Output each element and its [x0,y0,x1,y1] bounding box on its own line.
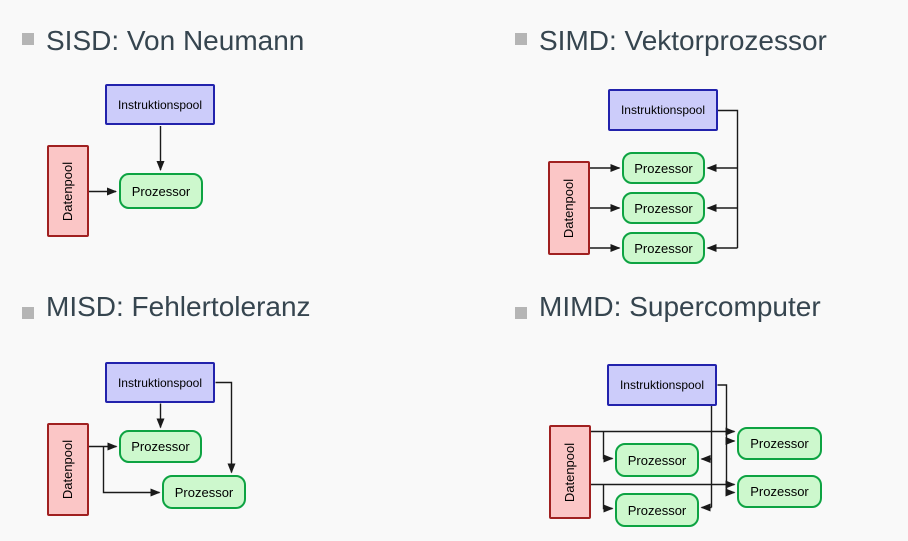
processor-label: Prozessor [750,484,809,499]
processor-box: Prozessor [622,192,705,224]
processor-box: Prozessor [622,152,705,184]
data-pool-label: Datenpool [561,178,577,238]
processor-label: Prozessor [634,240,693,256]
processor-box: Prozessor [615,493,699,527]
instruction-pool-box: Instruktionspool [607,364,717,406]
processor-label: Prozessor [627,452,687,468]
processor-label: Prozessor [750,436,809,451]
section-title-misd: MISD: Fehlertoleranz [46,291,311,322]
data-pool-box: Datenpool [47,423,89,516]
processor-label: Prozessor [131,439,190,454]
processor-box: Prozessor [737,475,822,508]
data-pool-label: Datenpool [562,442,578,502]
section-title-mimd: MIMD: Supercomputer [539,291,821,322]
bullet-icon [515,33,527,45]
instruction-pool-label: Instruktionspool [619,378,705,392]
instruction-pool-label: Instruktionspool [117,97,203,112]
section-title-simd: SIMD: Vektorprozessor [539,25,827,56]
instruction-pool-label: Instruktionspool [620,103,706,117]
processor-label: Prozessor [634,160,693,176]
instruction-pool-box: Instruktionspool [105,362,215,403]
data-pool-box: Datenpool [549,425,591,519]
processor-label: Prozessor [174,484,234,500]
processor-label: Prozessor [131,183,191,199]
bullet-icon [515,307,527,319]
data-pool-label: Datenpool [60,439,76,500]
data-pool-box: Datenpool [47,145,89,237]
processor-box: Prozessor [119,173,203,209]
processor-box: Prozessor [615,443,699,477]
instruction-pool-box: Instruktionspool [105,84,215,125]
processor-box: Prozessor [622,232,705,264]
processor-box: Prozessor [162,475,246,509]
instruction-pool-label: Instruktionspool [117,375,203,390]
processor-box: Prozessor [737,427,822,460]
bullet-icon [22,307,34,319]
processor-label: Prozessor [627,502,687,518]
processor-label: Prozessor [634,200,693,216]
bullet-icon [22,33,34,45]
processor-box: Prozessor [119,430,202,463]
instruction-pool-box: Instruktionspool [608,89,718,131]
data-pool-label: Datenpool [60,161,76,221]
data-pool-box: Datenpool [548,161,590,255]
section-title-sisd: SISD: Von Neumann [46,25,305,56]
